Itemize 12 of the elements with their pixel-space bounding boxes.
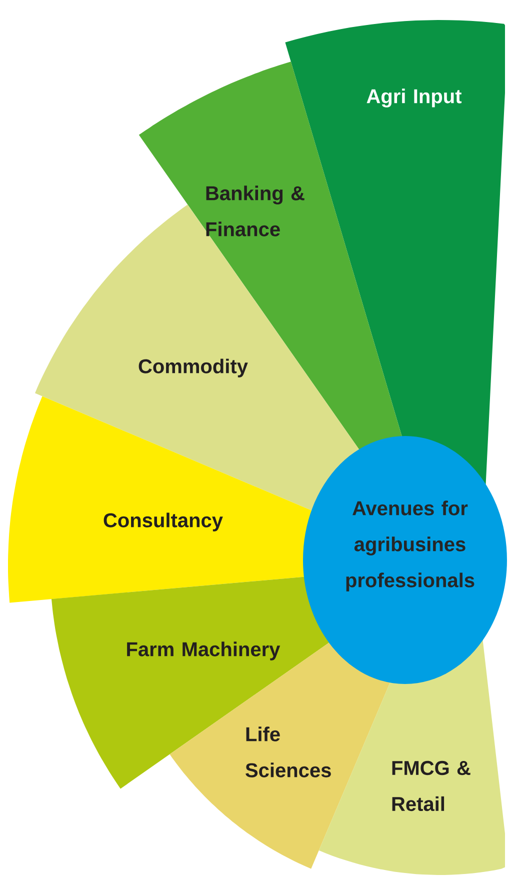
- segment-label: FMCG & Retail: [392, 760, 470, 812]
- fan-segment: [52, 576, 330, 789]
- segment-label: Banking & Finance: [206, 186, 304, 236]
- segment-label: Life Sciences: [246, 726, 331, 778]
- fan-segment: [285, 20, 505, 486]
- segment-label: Farm Machinery: [127, 642, 280, 660]
- segment-label: Consultancy: [104, 512, 223, 532]
- segment-label: Agri Input: [366, 88, 462, 108]
- center-ellipse: [303, 436, 507, 684]
- fan-segment: [8, 396, 312, 603]
- segment-label: Commodity: [138, 358, 248, 378]
- center-label: Avenues for agribusines professionals: [346, 500, 474, 592]
